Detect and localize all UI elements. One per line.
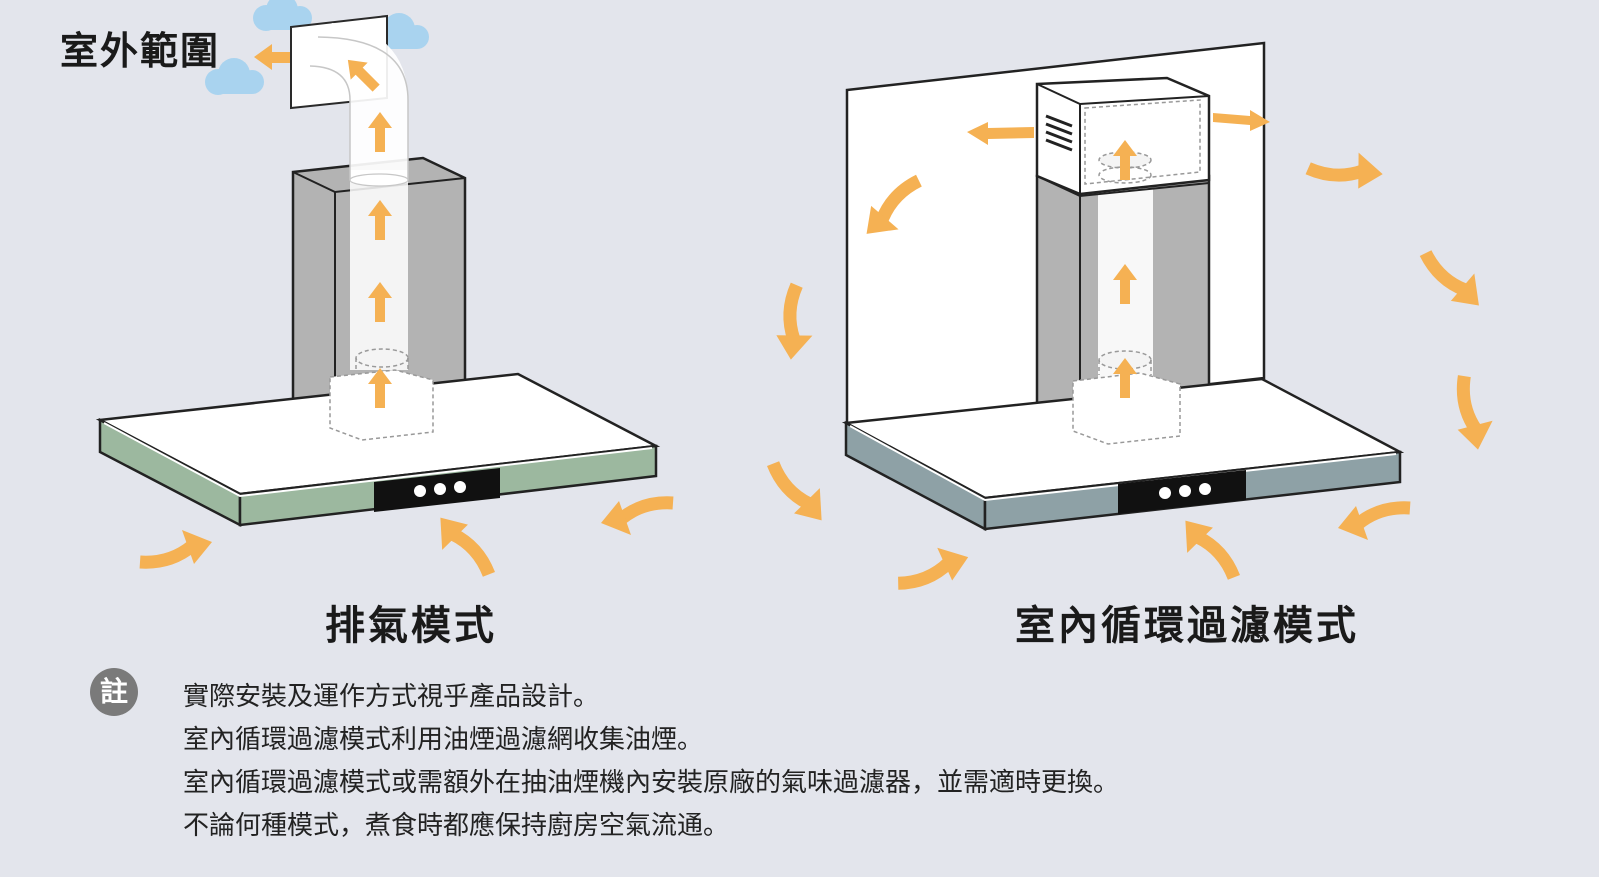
- recirc-fan-box: [1072, 350, 1181, 445]
- exhaust-hood: [95, 0, 673, 588]
- note-line: 室內循環過濾模式利用油煙過濾網收集油煙。: [183, 725, 704, 755]
- note-line: 室內循環過濾模式或需額外在抽油煙機內安裝原廠的氣味過濾器，並需適時更換。: [183, 768, 1120, 798]
- note-badge: 註: [90, 668, 138, 716]
- control-knob-icon: [1159, 487, 1171, 499]
- control-knob-icon: [454, 481, 466, 493]
- recirc-control-panel: [1118, 470, 1246, 514]
- note-line: 實際安裝及運作方式視乎產品設計。: [183, 682, 600, 712]
- airflow-arrow-icon: [254, 44, 292, 70]
- control-knob-icon: [1199, 483, 1211, 495]
- recirculation-hood: [770, 41, 1496, 591]
- note-list: 實際安裝及運作方式視乎產品設計。 室內循環過濾模式利用油煙過濾網收集油煙。 室內…: [183, 676, 1119, 848]
- exhaust-mode-label: 排氣模式: [325, 603, 497, 649]
- airflow-arrow-icon: [967, 110, 1270, 145]
- exhaust-control-panel: [374, 468, 500, 512]
- control-knob-icon: [1179, 485, 1191, 497]
- control-knob-icon: [414, 485, 426, 497]
- control-knob-icon: [434, 483, 446, 495]
- recirculation-mode-label: 室內循環過濾模式: [1015, 603, 1359, 649]
- note-line: 不論何種模式，煮食時都應保持廚房空氣流通。: [183, 811, 730, 841]
- outdoor-label: 室外範圍: [60, 29, 221, 73]
- odor-filter-box: [1035, 76, 1211, 196]
- exhaust-duct: [309, 23, 409, 370]
